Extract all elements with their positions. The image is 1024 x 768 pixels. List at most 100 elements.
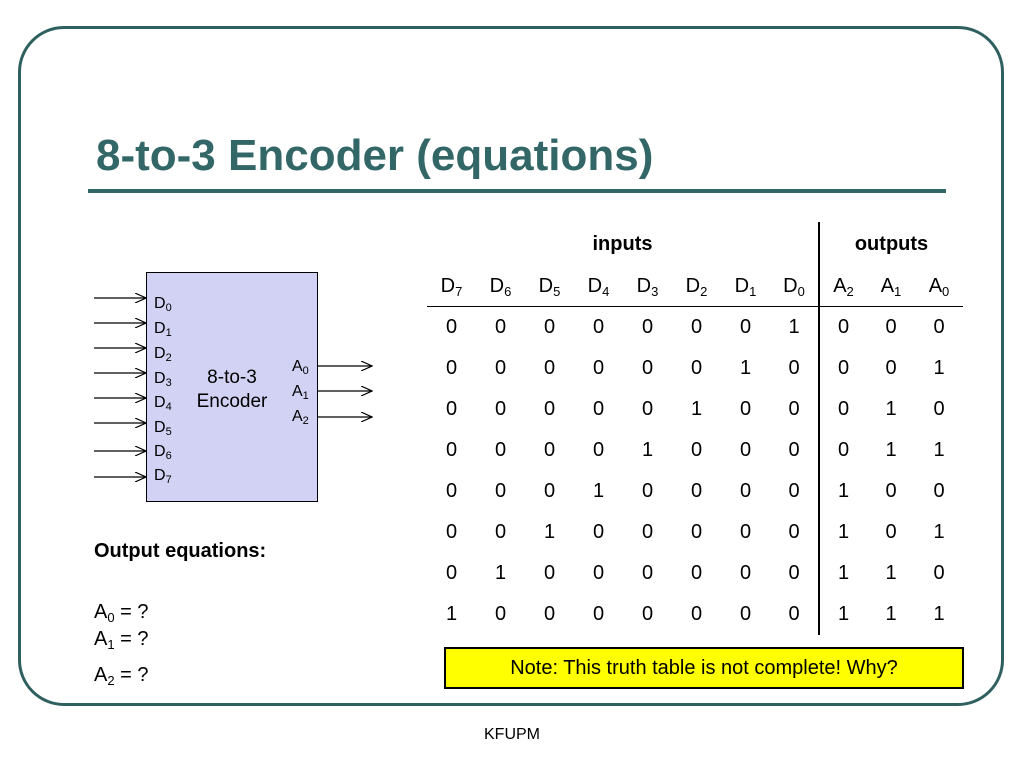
equation-a0: A0 = ? <box>94 601 149 625</box>
table-cell: 0 <box>739 480 752 502</box>
table-cell: 1 <box>837 603 850 625</box>
column-header: D6 <box>476 266 525 307</box>
table-cell: 0 <box>592 357 605 379</box>
table-cell: 1 <box>837 480 850 502</box>
table-cell: 0 <box>933 562 945 584</box>
input-pin-d6: D6 <box>154 443 172 462</box>
table-cell: 1 <box>445 603 458 625</box>
table-cell: 0 <box>770 389 820 430</box>
table-cell: 0 <box>445 480 458 502</box>
table-cell: 0 <box>641 480 654 502</box>
table-cell: 0 <box>770 594 820 635</box>
table-cell: 0 <box>641 562 654 584</box>
table-cell: 0 <box>494 480 507 502</box>
table-cell: 1 <box>494 562 507 584</box>
table-cell: 0 <box>592 521 605 543</box>
slide-frame <box>18 26 1004 706</box>
table-cell: 0 <box>770 430 820 471</box>
table-cell: 1 <box>933 603 945 625</box>
table-group-header: inputs outputs <box>427 222 963 266</box>
column-header: A2 <box>819 266 867 307</box>
table-cell: 0 <box>494 521 507 543</box>
table-cell: 0 <box>592 603 605 625</box>
encoder-label: 8-to-3 Encoder <box>176 366 288 414</box>
table-cell: 0 <box>739 316 752 338</box>
table-cell: 0 <box>739 562 752 584</box>
encoder-block <box>146 272 318 502</box>
table-cell: 0 <box>885 521 897 543</box>
encoder-label-line1: 8-to-3 <box>207 367 257 388</box>
table-cell: 0 <box>543 357 556 379</box>
title-underline <box>88 189 946 193</box>
equation-a2: A2 = ? <box>94 664 149 688</box>
input-pin-d5: D5 <box>154 419 172 438</box>
table-cell: 0 <box>690 603 703 625</box>
output-pin-a1: A1 <box>292 383 309 402</box>
table-cell: 1 <box>690 398 703 420</box>
encoder-label-line2: Encoder <box>196 391 268 412</box>
table-cell: 1 <box>770 306 820 348</box>
equation-a1: A1 = ? <box>94 628 149 652</box>
table-cell: 0 <box>690 316 703 338</box>
table-cell: 0 <box>445 398 458 420</box>
truth-table: inputs outputs D7 D6 D5 D4 D3 D2 D1 D0 A… <box>427 222 963 635</box>
input-pin-d0: D0 <box>154 295 172 314</box>
table-cell: 0 <box>543 562 556 584</box>
note-box: Note: This truth table is not complete! … <box>444 647 964 689</box>
table-cell: 0 <box>641 603 654 625</box>
table-cell: 0 <box>592 439 605 461</box>
table-cell: 0 <box>494 357 507 379</box>
table-cell: 0 <box>837 357 850 379</box>
column-header: D2 <box>672 266 721 307</box>
table-cell: 0 <box>739 398 752 420</box>
table-cell: 0 <box>770 348 820 389</box>
table-cell: 0 <box>837 316 850 338</box>
table-cell: 1 <box>641 439 654 461</box>
table-cell: 0 <box>445 316 458 338</box>
column-header: A1 <box>867 266 915 307</box>
table-cell: 0 <box>494 603 507 625</box>
table-cell: 0 <box>885 480 897 502</box>
column-header: D4 <box>574 266 623 307</box>
table-cell: 0 <box>641 398 654 420</box>
column-header: A0 <box>915 266 963 307</box>
table-column-headers: D7 D6 D5 D4 D3 D2 D1 D0 A2 A1 A0 <box>427 266 963 307</box>
input-pin-d7: D7 <box>154 467 172 486</box>
input-pin-d1: D1 <box>154 320 172 339</box>
output-pin-a2: A2 <box>292 408 309 427</box>
table-cell: 0 <box>641 357 654 379</box>
table-cell: 1 <box>837 562 850 584</box>
table-cell: 0 <box>543 603 556 625</box>
table-cell: 0 <box>933 398 945 420</box>
table-cell: 1 <box>933 439 945 461</box>
equations-heading: Output equations: <box>94 540 267 562</box>
table-cell: 0 <box>445 521 458 543</box>
table-cell: 0 <box>445 439 458 461</box>
table-cell: 1 <box>592 480 605 502</box>
table-cell: 1 <box>543 521 556 543</box>
table-cell: 0 <box>641 316 654 338</box>
table-cell: 0 <box>494 398 507 420</box>
column-header: D7 <box>427 266 476 307</box>
footer-text: KFUPM <box>484 726 540 743</box>
table-cell: 1 <box>739 357 752 379</box>
input-pin-d3: D3 <box>154 370 172 389</box>
table-cell: 0 <box>770 471 820 512</box>
table-cell: 1 <box>933 521 945 543</box>
slide-title: 8-to-3 Encoder (equations) <box>96 131 654 180</box>
column-header: D1 <box>721 266 770 307</box>
table-cell: 0 <box>445 357 458 379</box>
table-cell: 0 <box>837 398 850 420</box>
table-cell: 0 <box>933 316 945 338</box>
inputs-group-label: inputs <box>427 222 820 266</box>
table-cell: 0 <box>543 398 556 420</box>
table-cell: 1 <box>885 562 897 584</box>
table-cell: 0 <box>739 439 752 461</box>
